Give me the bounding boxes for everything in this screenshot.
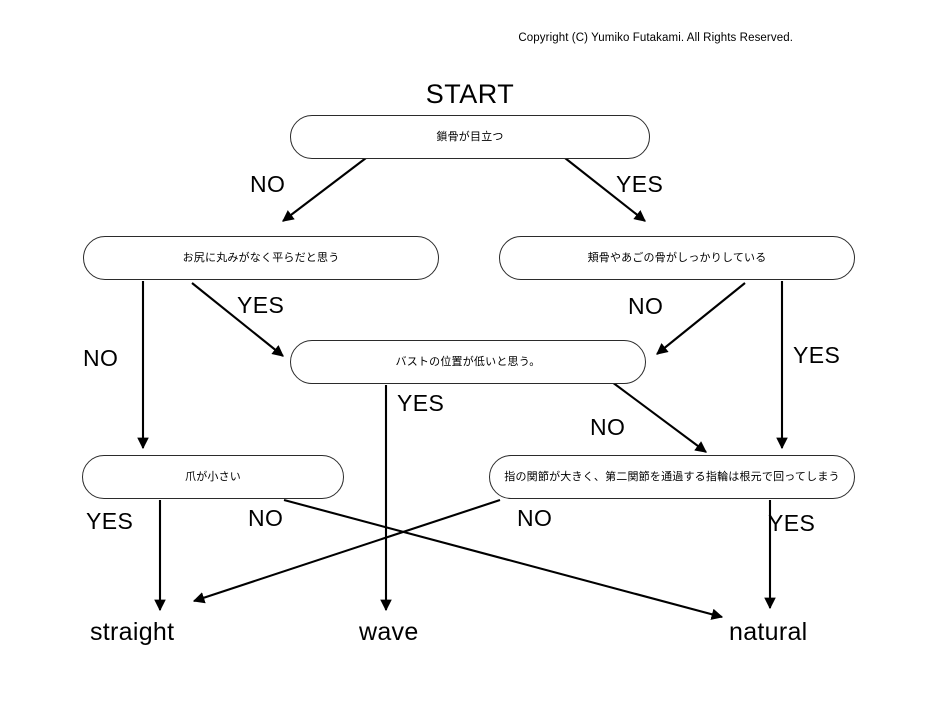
copyright-notice: Copyright (C) Yumiko Futakami. All Right…: [518, 32, 793, 44]
edge-label-q1-yes: YES: [616, 171, 664, 197]
edge-label-q4-yes: YES: [397, 390, 445, 416]
node-q2[interactable]: お尻に丸みがなく平らだと思う: [83, 236, 439, 280]
start-label: START: [425, 79, 515, 109]
edge-label-q3-no: NO: [628, 293, 664, 319]
result-natural: natural: [729, 618, 808, 646]
edge-q1-no: [282, 157, 367, 222]
result-straight: straight: [90, 618, 175, 646]
edge-label-q6-no: NO: [517, 505, 553, 531]
edge-label-q3-yes: YES: [793, 342, 841, 368]
edge-label-q2-yes: YES: [237, 292, 285, 318]
result-wave: wave: [359, 618, 419, 646]
edge-label-q4-no: NO: [590, 414, 626, 440]
edge-label-q6-yes: YES: [768, 510, 816, 536]
node-q4-label: バストの位置が低いと思う。: [395, 355, 541, 369]
node-q4[interactable]: バストの位置が低いと思う。: [290, 340, 646, 384]
node-q2-label: お尻に丸みがなく平らだと思う: [182, 251, 340, 265]
node-q1[interactable]: 鎖骨が目立つ: [290, 115, 650, 159]
edge-q6-no: [192, 499, 501, 604]
node-q3-label: 頬骨やあごの骨がしっかりしている: [587, 251, 767, 265]
node-q3[interactable]: 頬骨やあごの骨がしっかりしている: [499, 236, 855, 280]
edge-q5-no: [283, 498, 724, 620]
node-q5-label: 爪が小さい: [185, 470, 241, 484]
node-q6[interactable]: 指の関節が大きく、第二関節を通過する指輪は根元で回ってしまう: [489, 455, 855, 499]
edge-label-q1-no: NO: [250, 171, 286, 197]
edge-label-q2-no: NO: [83, 345, 119, 371]
edge-q4-no: [611, 381, 707, 453]
node-q6-label: 指の関節が大きく、第二関節を通過する指輪は根元で回ってしまう: [504, 470, 840, 484]
node-q1-label: 鎖骨が目立つ: [436, 130, 504, 144]
edge-label-q5-no: NO: [248, 505, 284, 531]
edge-label-q5-yes: YES: [86, 508, 134, 534]
node-q5[interactable]: 爪が小さい: [82, 455, 344, 499]
edge-q3-no: [656, 282, 746, 355]
